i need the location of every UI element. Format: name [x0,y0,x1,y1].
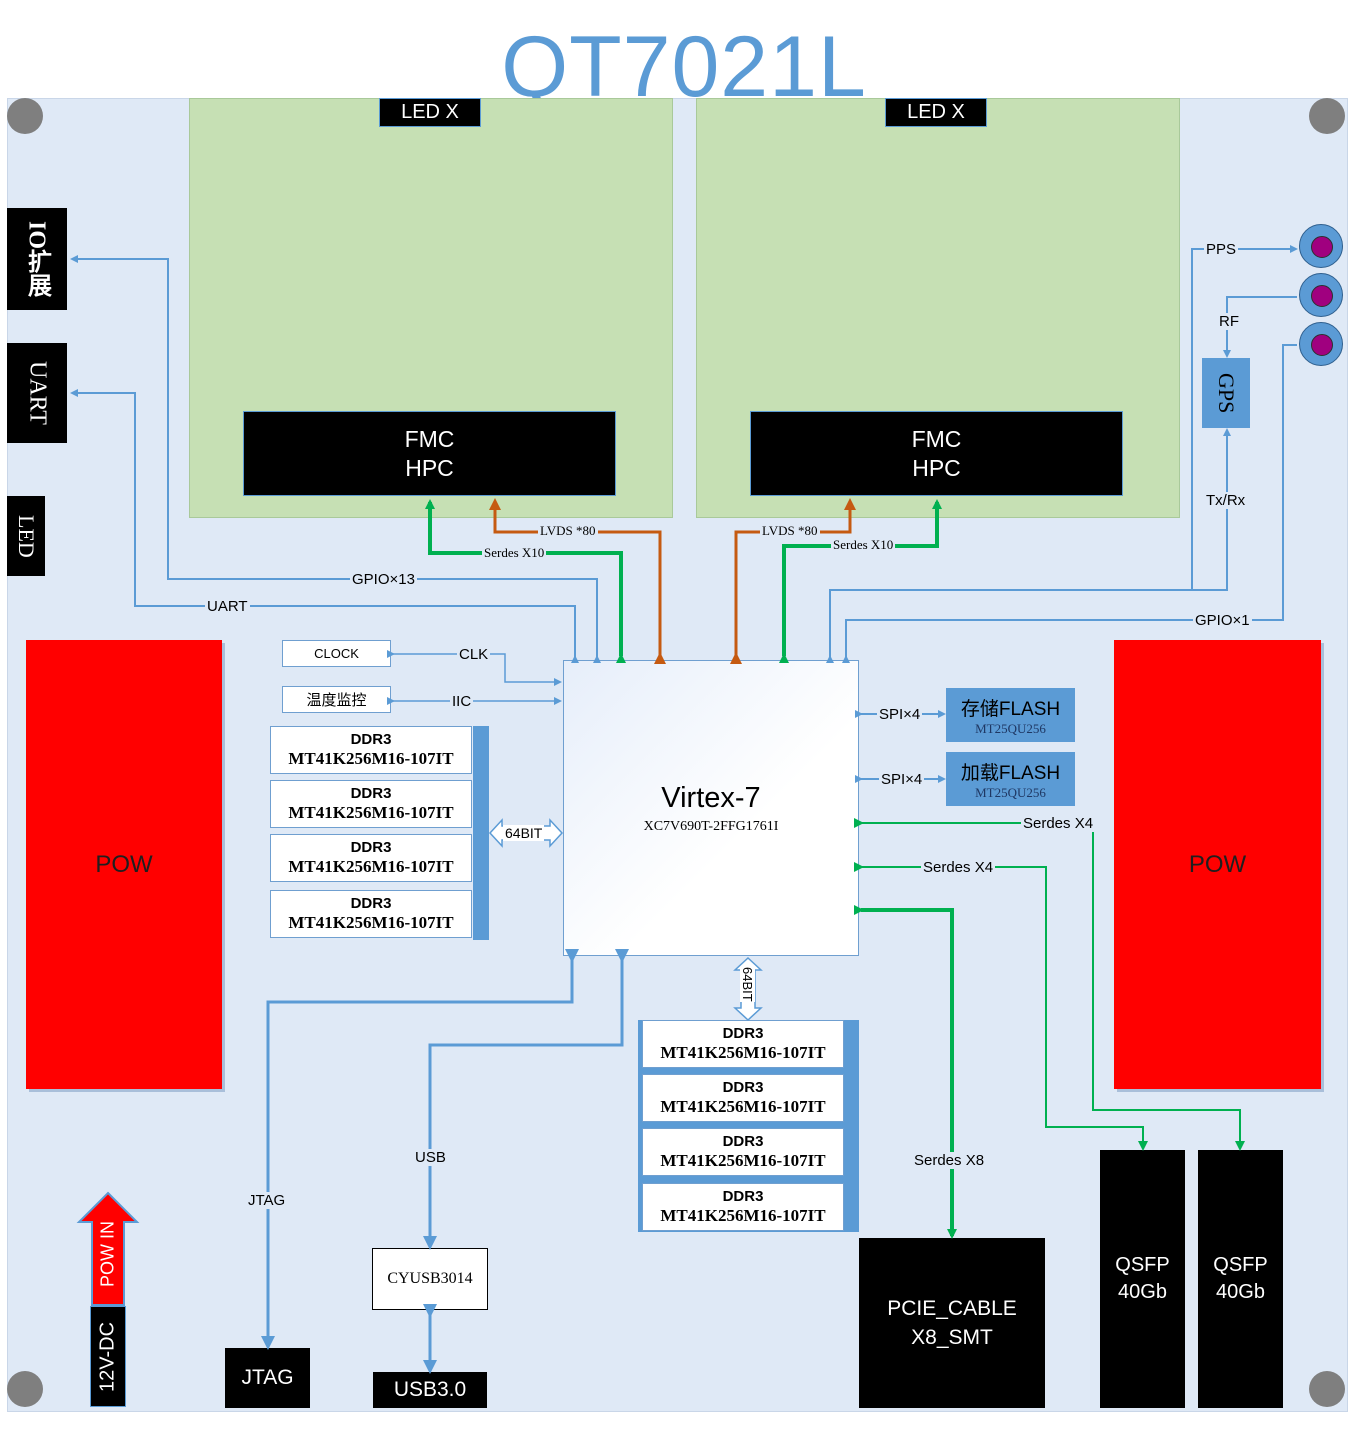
temp-monitor-box: 温度监控 [282,686,391,713]
cyusb3014-chip: CYUSB3014 [372,1248,488,1310]
pow-left: POW [26,640,222,1089]
led-x-left: LED X [379,98,481,127]
ddr-left-1-part: MT41K256M16-107IT [288,749,454,768]
load-flash: 加载FLASH MT25QU256 [946,752,1075,806]
pow-right: POW [1114,640,1321,1089]
led-x-right: LED X [885,98,987,127]
ddr-bottom-3-type: DDR3 [722,1133,764,1150]
fmc-hpc-right: FMC HPC [750,411,1123,496]
fpga-part-number: XC7V690T-2FFG1761I [643,818,779,834]
ddr-bottom-2: DDR3 MT41K256M16-107IT [642,1074,844,1122]
fmc-hpc-right-line1: FMC [911,425,962,452]
storage-flash-name: 存储FLASH [960,698,1061,720]
rf-connector-gpio-core [1311,334,1333,356]
ddr-left-2: DDR3 MT41K256M16-107IT [270,780,472,828]
mounting-hole-bottom-left [7,1371,43,1407]
label-serdes-left: Serdes X10 [482,545,547,561]
ddr-left-3-type: DDR3 [350,839,392,856]
label-spi-storage: SPI×4 [877,706,923,723]
rf-connector-pps [1299,224,1343,268]
fmc-hpc-right-line2: HPC [912,454,961,481]
label-serdes-x8: Serdes X8 [912,1152,987,1169]
qsfp-1-line1: QSFP [1115,1254,1170,1276]
storage-flash: 存储FLASH MT25QU256 [946,688,1075,742]
qsfp-1: QSFP 40Gb [1100,1150,1185,1408]
fmc-hpc-left: FMC HPC [243,411,616,496]
load-flash-part: MT25QU256 [975,784,1046,800]
qsfp-1-line2: 40Gb [1118,1281,1167,1303]
qsfp-2-line1: QSFP [1213,1254,1268,1276]
qsfp-2-line2: 40Gb [1216,1281,1265,1303]
ddr-left-2-type: DDR3 [350,785,392,802]
dc-12v-connector: 12V-DC [90,1306,126,1407]
pcie-line1: PCIE_CABLE [887,1297,1017,1320]
label-gpio1: GPIO×1 [1193,612,1252,629]
ddr-left-4-type: DDR3 [350,895,392,912]
mounting-hole-top-left [7,98,43,134]
fpga-name: Virtex-7 [661,781,761,814]
pow-in-label: POW IN [97,1221,118,1287]
label-serdes-right: Serdes X10 [831,537,896,553]
ddr-left-4-part: MT41K256M16-107IT [288,913,454,932]
fmc-hpc-left-line2: HPC [405,454,454,481]
ddr-bottom-3: DDR3 MT41K256M16-107IT [642,1128,844,1176]
ddr-bottom-4-type: DDR3 [722,1188,764,1205]
ddr-bottom-1-part: MT41K256M16-107IT [660,1043,826,1062]
label-gpio13: GPIO×13 [350,571,417,588]
ddr-left-3: DDR3 MT41K256M16-107IT [270,834,472,882]
rf-connector-pps-core [1311,236,1333,258]
label-serdes-x4-a: Serdes X4 [1021,815,1096,832]
ddr-bottom-2-type: DDR3 [722,1079,764,1096]
ddr-left-4: DDR3 MT41K256M16-107IT [270,890,472,938]
ddr-bottom-4-part: MT41K256M16-107IT [660,1206,826,1225]
label-pps: PPS [1204,241,1239,258]
ddr-bottom-1: DDR3 MT41K256M16-107IT [642,1020,844,1068]
gps-module: GPS [1202,358,1250,428]
clock-box: CLOCK [282,640,391,667]
fmc-hpc-left-line1: FMC [404,425,455,452]
led-connector: LED [7,496,45,576]
ddr-left-group-bar [473,726,489,940]
mounting-hole-top-right [1309,98,1345,134]
label-64bit-left: 64BIT [503,825,545,841]
qsfp-2: QSFP 40Gb [1198,1150,1283,1408]
mounting-hole-bottom-right [1309,1371,1345,1407]
label-lvds-left: LVDS *80 [538,523,598,539]
label-clk: CLK [457,646,491,663]
io-expansion-connector: IO扩展 [7,208,67,310]
label-usb: USB [413,1149,448,1166]
ddr-bottom-3-part: MT41K256M16-107IT [660,1151,826,1170]
rf-connector-gpio [1299,322,1343,366]
usb30-connector: USB3.0 [373,1372,487,1408]
label-64bit-bottom: 64BIT [740,967,755,1002]
rf-connector-gps [1299,273,1343,317]
label-spi-load: SPI×4 [879,771,925,788]
ddr-bottom-4: DDR3 MT41K256M16-107IT [642,1183,844,1231]
ddr-left-1: DDR3 MT41K256M16-107IT [270,726,472,774]
ddr-left-1-type: DDR3 [350,731,392,748]
label-uart: UART [205,598,250,615]
ddr-bottom-2-part: MT41K256M16-107IT [660,1097,826,1116]
jtag-connector: JTAG [225,1348,310,1408]
label-txrx: Tx/Rx [1204,492,1248,509]
rf-connector-gps-core [1311,285,1333,307]
ddr-bottom-1-type: DDR3 [722,1025,764,1042]
ddr-left-2-part: MT41K256M16-107IT [288,803,454,822]
load-flash-name: 加载FLASH [960,762,1061,784]
pcie-line2: X8_SMT [911,1326,993,1349]
label-lvds-right: LVDS *80 [760,523,820,539]
label-iic: IIC [450,693,474,710]
fpga-virtex7: Virtex-7 XC7V690T-2FFG1761I [563,660,859,956]
label-serdes-x4-b: Serdes X4 [921,859,996,876]
uart-connector: UART [7,343,67,443]
pcie-cable-connector: PCIE_CABLE X8_SMT [859,1238,1045,1408]
label-jtag: JTAG [246,1192,288,1209]
storage-flash-part: MT25QU256 [975,720,1046,736]
ddr-left-3-part: MT41K256M16-107IT [288,857,454,876]
label-rf: RF [1217,313,1241,330]
